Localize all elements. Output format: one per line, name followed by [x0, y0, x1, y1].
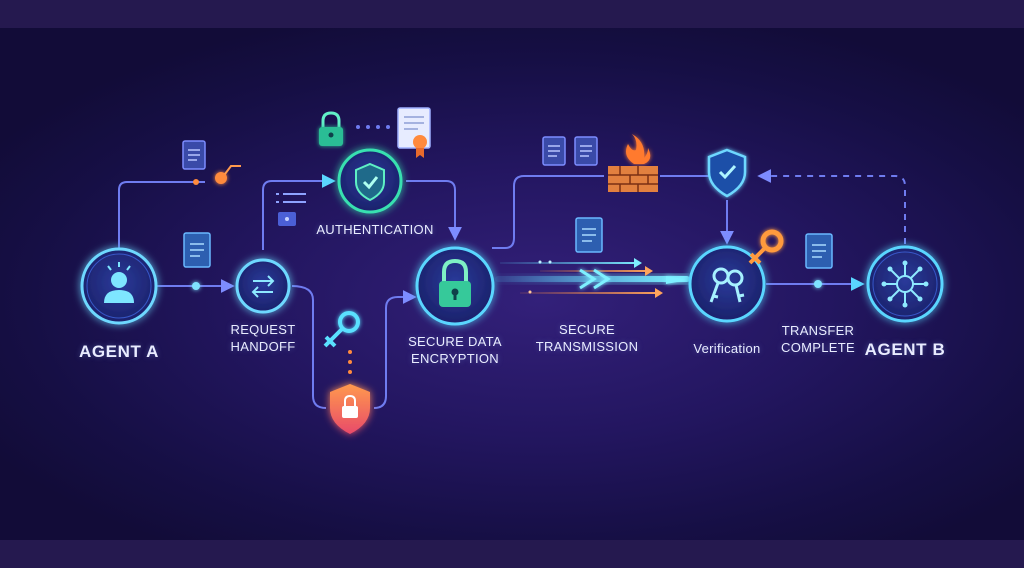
connector-handoff-to-auth: [262, 174, 336, 250]
document-icon: [182, 140, 206, 170]
beam-arrowhead: [645, 266, 653, 276]
agent-b-label: AGENT B: [864, 340, 946, 359]
connector-auth-to-encryption: [406, 180, 462, 241]
firewall-icon: [608, 134, 658, 192]
connector-lines: [118, 169, 906, 409]
secure-transmission-label: SECURE TRANSMISSION: [535, 322, 639, 354]
authentication-label: AUTHENTICATION: [316, 222, 434, 237]
connector-encryption-to-firewall: [492, 175, 604, 249]
transmission-beams: [495, 258, 690, 298]
network-hub-icon: [885, 264, 925, 304]
agent-b-node[interactable]: [866, 245, 944, 323]
connector-dot: [193, 179, 199, 185]
document-icon: [574, 136, 598, 166]
verification-label: Verification: [693, 341, 761, 356]
beam-arrowhead: [666, 276, 688, 284]
padlock-icon: [439, 258, 471, 307]
keys-icon: [709, 267, 745, 303]
connector-return-dashed: [757, 169, 906, 244]
connector-dots: [192, 280, 822, 290]
dotted-link: [348, 350, 352, 374]
beam-dot: [528, 290, 532, 294]
beam-dot: [548, 260, 552, 264]
chevron-icon: [593, 268, 611, 290]
request-handoff-node[interactable]: [235, 258, 291, 314]
shield-check-icon: [707, 148, 747, 198]
key-icon: [748, 229, 784, 265]
agent-a-node[interactable]: [80, 247, 158, 325]
top-band: [0, 0, 1024, 28]
secure-data-encryption-node[interactable]: [415, 246, 495, 326]
request-handoff-label: REQUEST HANDOFF: [230, 322, 296, 354]
verification-node[interactable]: [688, 245, 766, 323]
authentication-node[interactable]: [337, 148, 403, 214]
connector-shield-to-encryption: [373, 290, 417, 409]
beam-line: [520, 292, 660, 294]
swap-arrows-icon: [251, 275, 275, 298]
document-list-icon: [276, 193, 306, 203]
certificate-icon: [397, 107, 431, 158]
chevron-icon: [579, 268, 597, 290]
agent-a-label: AGENT A: [78, 342, 160, 361]
beam-line: [500, 262, 640, 264]
document-icon: [805, 233, 833, 269]
key-icon: [215, 165, 241, 184]
document-icon: [542, 136, 566, 166]
beam-arrowhead: [634, 258, 642, 268]
transfer-complete-label: TRANSFER COMPLETE: [781, 323, 855, 355]
document-icon: [575, 217, 603, 253]
padlock-small-icon: [319, 111, 343, 146]
beam-arrowhead: [655, 288, 663, 298]
connector-dot: [814, 280, 822, 288]
shield-check-icon: [355, 162, 385, 202]
connector-a-branch: [118, 181, 205, 248]
folder-icon: [278, 212, 296, 226]
shield-lock-icon: [330, 384, 370, 434]
key-icon: [323, 311, 360, 348]
dotted-link: [356, 125, 390, 129]
connector-dot: [192, 282, 200, 290]
user-icon: [104, 262, 134, 303]
beam-dot: [538, 260, 542, 264]
bottom-band: [0, 540, 1024, 568]
secure-data-encryption-label: SECURE DATA ENCRYPTION: [408, 334, 502, 366]
connector-handoff-to-shield: [291, 285, 327, 409]
document-icon: [183, 232, 211, 268]
